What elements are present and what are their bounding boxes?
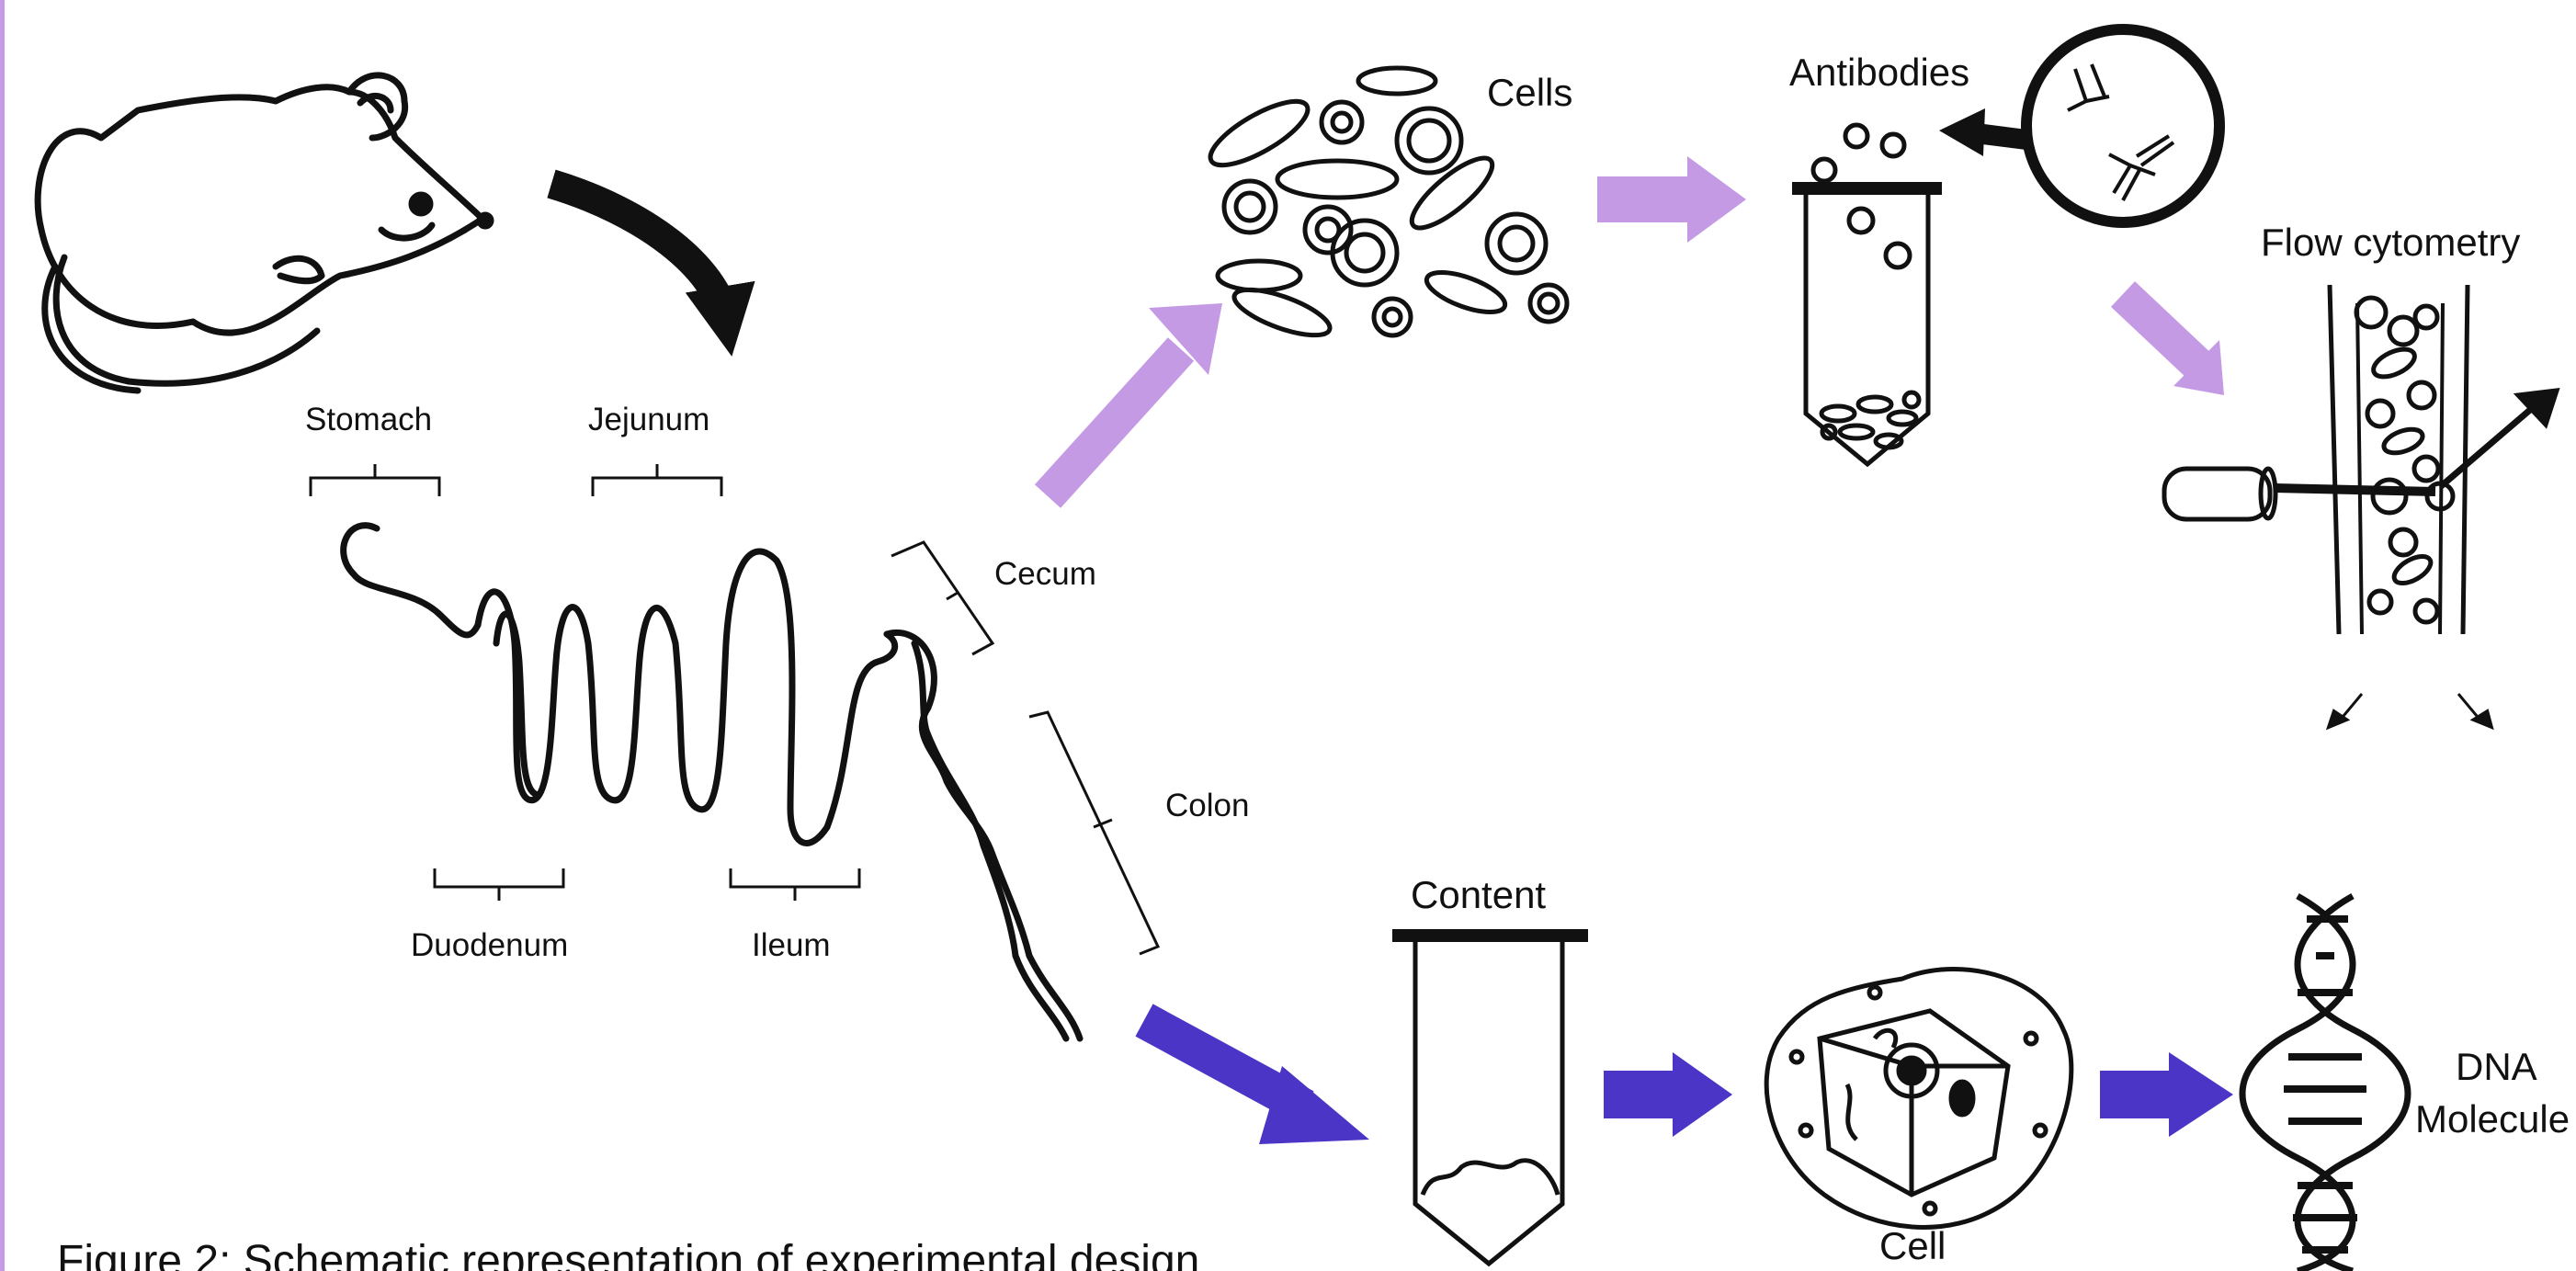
label-duodenum: Duodenum <box>411 927 568 963</box>
label-stomach: Stomach <box>305 402 432 437</box>
label-cell: Cell <box>1879 1224 1946 1267</box>
cell-to-dna-arrow <box>2100 1052 2233 1137</box>
label-colon: Colon <box>1165 788 1249 823</box>
flow-cytometer-icon <box>2164 285 2557 726</box>
label-cells: Cells <box>1487 71 1572 114</box>
label-cecum: Cecum <box>994 556 1096 592</box>
content-tube-icon <box>1392 936 1588 1264</box>
label-dna-line1: DNA <box>2456 1045 2537 1088</box>
antibody-tube-icon <box>1792 125 1942 464</box>
figure-caption-container: Figure 2: Schematic representation of ex… <box>57 1236 1436 1271</box>
gut-to-content-arrow <box>1144 1020 1369 1144</box>
mouse-icon <box>38 75 491 391</box>
content-to-cell-arrow <box>1604 1052 1732 1137</box>
gut-to-cells-arrow <box>1048 303 1222 496</box>
antibody-magnifier-icon <box>2026 29 2219 222</box>
label-content: Content <box>1411 873 1546 916</box>
label-dna-line2: Molecule <box>2415 1097 2570 1140</box>
label-flow-cytometry: Flow cytometry <box>2261 221 2520 264</box>
cells-to-antibodies-arrow <box>1597 156 1746 243</box>
gut-section-brackets <box>311 464 1158 954</box>
cell-icon <box>1766 969 2071 1227</box>
label-jejunum: Jejunum <box>588 402 709 437</box>
label-ileum: Ileum <box>752 927 831 963</box>
left-border <box>0 0 5 1271</box>
figure-caption: Figure 2: Schematic representation of ex… <box>57 1236 1199 1271</box>
dna-helix-icon <box>2242 896 2408 1271</box>
antibodies-to-flow-arrow <box>2123 294 2224 395</box>
magnifier-to-tube-arrow <box>1939 108 2026 156</box>
label-antibodies: Antibodies <box>1789 51 1969 94</box>
mouse-to-gut-arrow <box>551 184 726 322</box>
